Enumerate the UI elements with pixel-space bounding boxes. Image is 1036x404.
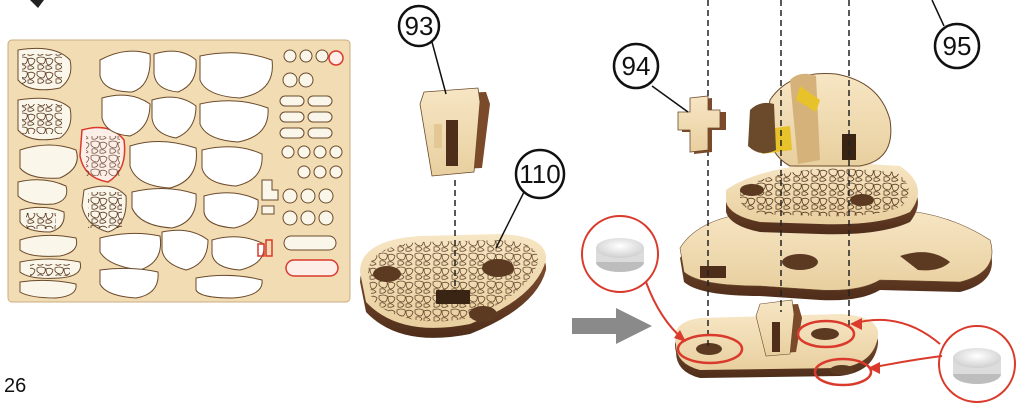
- corner-mark: [30, 0, 44, 8]
- part-94-piece: [678, 96, 726, 154]
- direction-arrow-icon: [572, 308, 652, 344]
- callout-94-label: 94: [622, 51, 651, 81]
- part-93-piece: [420, 88, 490, 176]
- callout-110: 110: [496, 150, 564, 248]
- callout-94: 94: [614, 44, 688, 112]
- parts-sheet: [8, 40, 350, 302]
- tealight-left: [582, 216, 658, 292]
- callout-95-label: 95: [943, 31, 972, 61]
- callout-110-label: 110: [519, 159, 560, 189]
- callout-93: 93: [399, 6, 446, 94]
- callout-93-label: 93: [405, 11, 434, 41]
- callout-95: 95: [932, 0, 979, 68]
- base-part-110: [360, 234, 546, 338]
- tealight-right: [939, 326, 1015, 402]
- page-number: 26: [4, 375, 26, 398]
